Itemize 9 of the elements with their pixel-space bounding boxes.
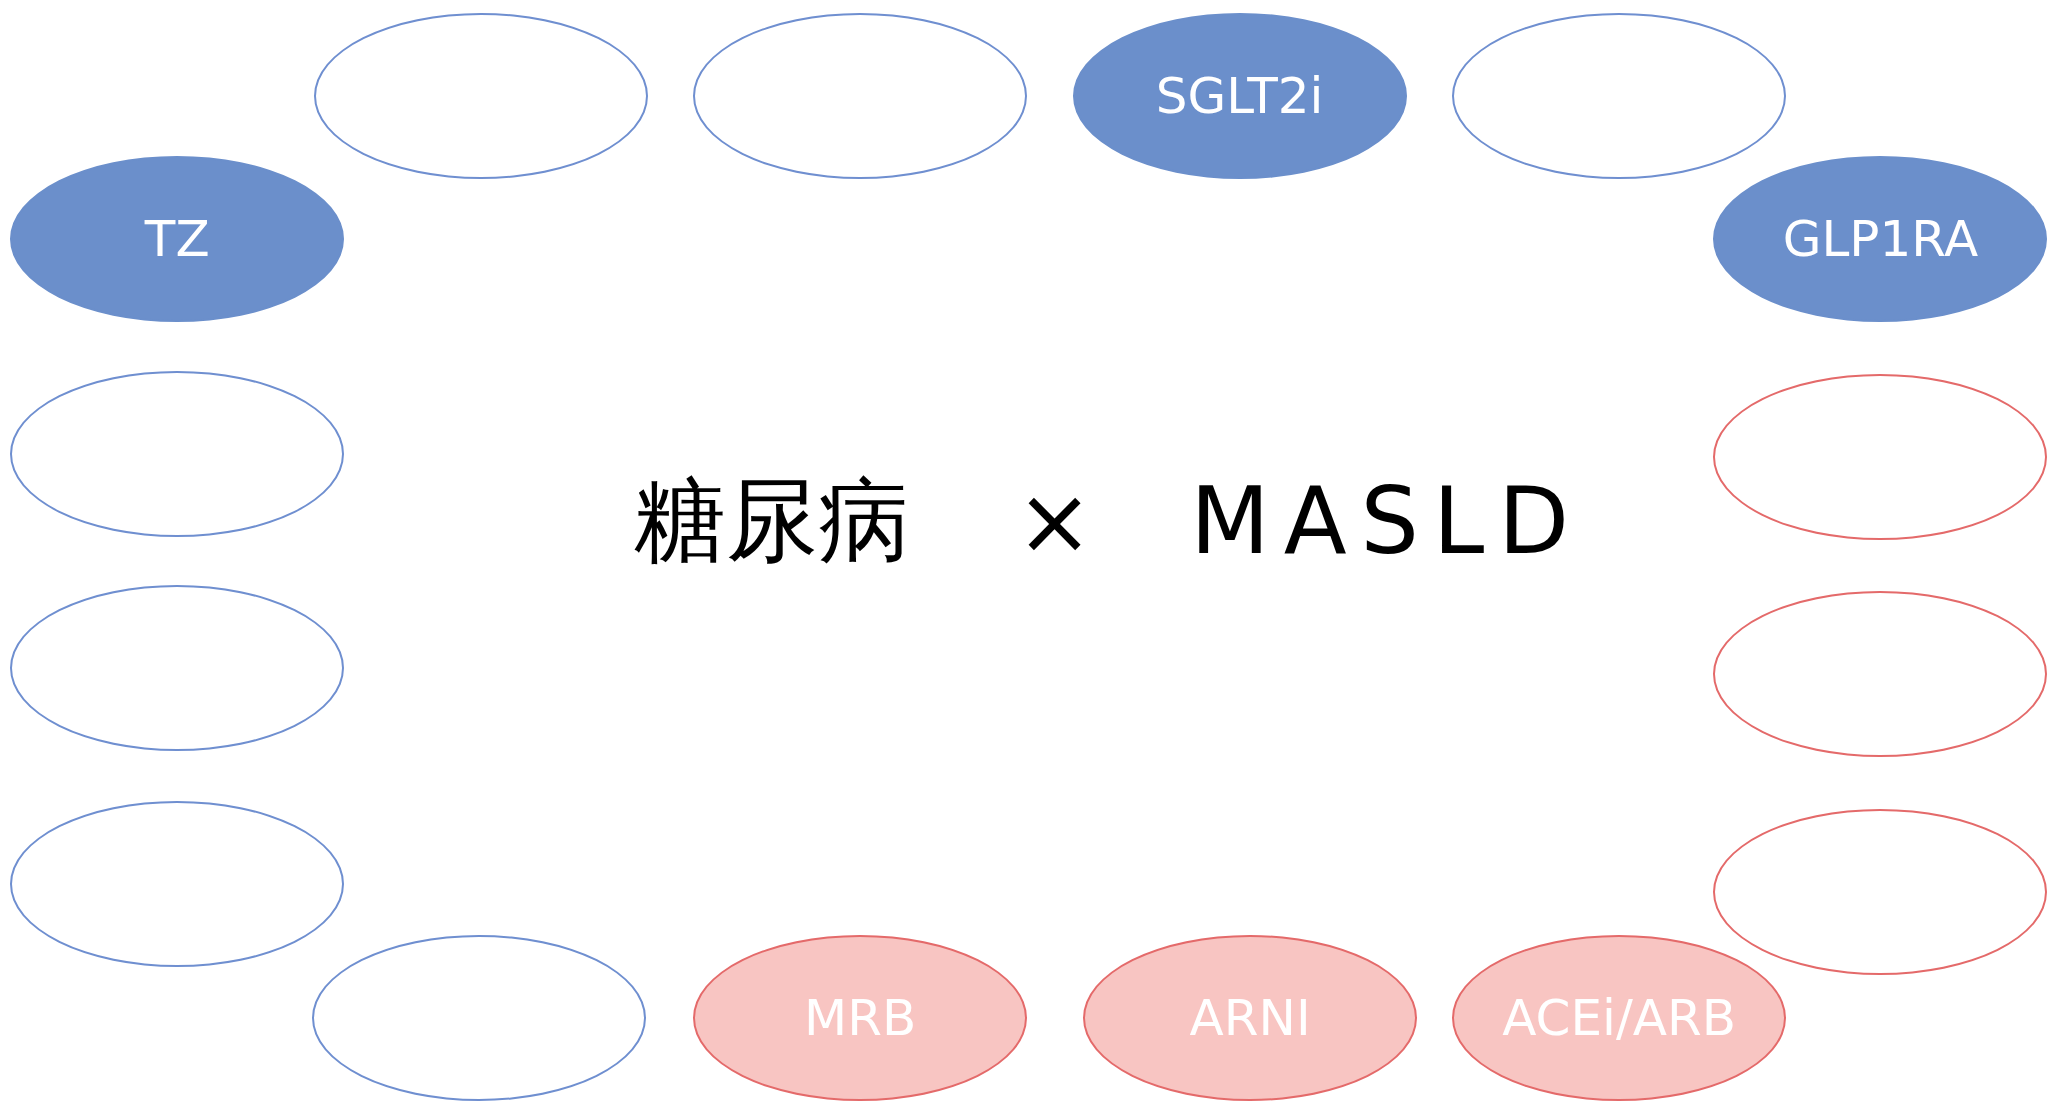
drug-name: SGLT2i: [1155, 66, 1324, 125]
drug-name: ACEi/ARB: [1502, 988, 1736, 1047]
drug-name: MRB: [804, 988, 917, 1047]
title-text: MASLD: [1190, 467, 1584, 575]
drug-name: TZ: [144, 210, 210, 268]
drug-name: GLP1RA: [1782, 210, 1979, 268]
title-text: 糖尿病: [634, 466, 911, 577]
times-sign: ×: [1015, 467, 1093, 575]
drug-name: ARNI: [1189, 988, 1311, 1047]
